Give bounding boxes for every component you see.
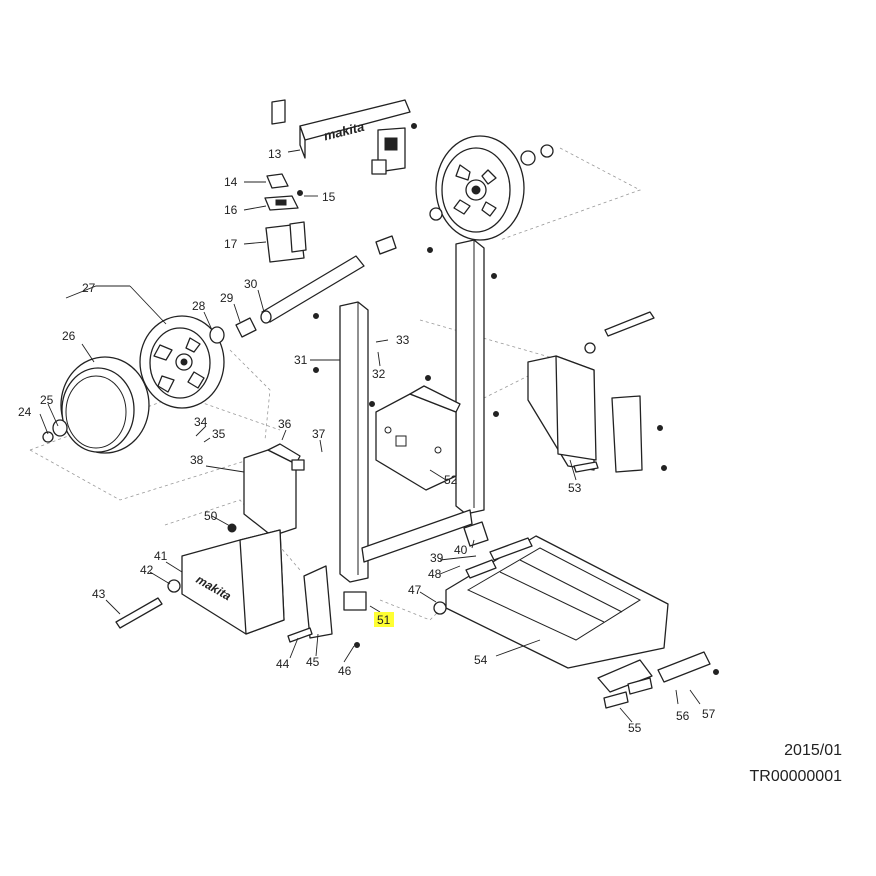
callout-48: 48 [428,567,442,581]
callout-45: 45 [306,655,320,669]
callout-39: 39 [430,551,444,565]
callout-36: 36 [278,417,292,431]
callout-26: 26 [62,329,76,343]
callout-43: 43 [92,587,106,601]
right-side-plate [527,311,667,473]
callout-numbers: 13 14 15 16 17 27 28 29 30 26 31 33 32 2… [18,147,716,735]
callout-13: 13 [268,147,282,161]
callout-46: 46 [338,664,352,678]
callout-50: 50 [204,509,218,523]
callout-14: 14 [224,175,238,189]
handle-latch-parts [264,123,417,263]
callout-55: 55 [628,721,642,735]
bracket-52 [375,385,461,491]
callout-57: 57 [702,707,716,721]
callout-53: 53 [568,481,582,495]
footer-date: 2015/01 [784,742,842,759]
left-tire [42,356,150,454]
left-side-plate: makita [115,529,367,648]
axle [235,235,397,338]
frame [313,239,499,583]
callout-56: 56 [676,709,690,723]
callout-31: 31 [294,353,308,367]
left-wheel [139,315,225,409]
callout-27: 27 [82,281,96,295]
leader-lines [39,149,701,723]
callout-34: 34 [194,415,208,429]
callout-37: 37 [312,427,326,441]
callout-17: 17 [224,237,238,251]
callout-51: 51 [377,613,391,627]
callout-16: 16 [224,203,238,217]
callout-32: 32 [372,367,386,381]
callout-30: 30 [244,277,258,291]
bottom-tray [433,521,719,709]
callout-47: 47 [408,583,422,597]
callout-54: 54 [474,653,488,667]
callout-25: 25 [40,393,54,407]
callout-41: 41 [154,549,168,563]
right-wheel [429,135,554,241]
bracket-38 [227,443,305,537]
highlight-box [374,612,394,627]
callout-29: 29 [220,291,234,305]
callout-52: 52 [444,473,458,487]
callout-33: 33 [396,333,410,347]
callout-44: 44 [276,657,290,671]
callout-40: 40 [454,543,468,557]
upper-handle-part: makita [271,99,411,175]
callout-35: 35 [212,427,226,441]
callout-38: 38 [190,453,204,467]
callout-28: 28 [192,299,206,313]
callout-15: 15 [322,190,336,204]
callout-42: 42 [140,563,154,577]
footer-code: TR00000001 [749,768,842,785]
callout-24: 24 [18,405,32,419]
